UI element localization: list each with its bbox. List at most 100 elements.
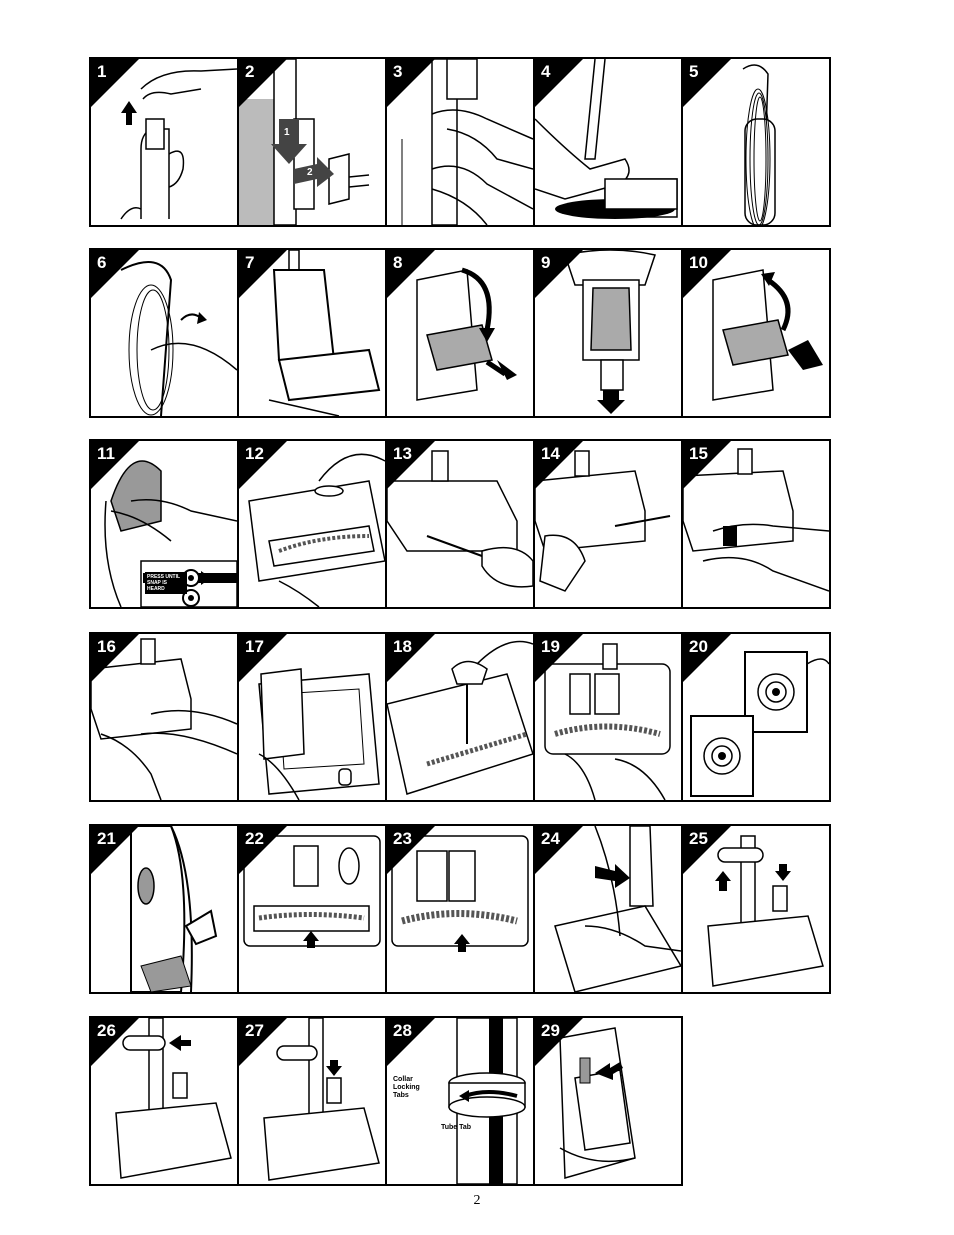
step-badge — [239, 441, 287, 489]
step-6-panel: 6 — [91, 250, 239, 416]
row-1: 1 1 2 2 3 — [89, 57, 831, 227]
step-8-panel: 8 — [387, 250, 535, 416]
step-12-illustration — [248, 453, 385, 607]
step-4-illustration — [535, 59, 678, 219]
step-18-panel: 18 — [387, 634, 535, 800]
step-number: 11 — [97, 444, 115, 463]
step-26-illustration — [115, 1018, 232, 1179]
step-number: 1 — [97, 62, 107, 81]
arrow-1-label: 1 — [284, 127, 290, 138]
step-5-illustration — [742, 64, 776, 225]
step-badge — [683, 250, 731, 298]
step-badge — [387, 634, 435, 682]
step-badge — [91, 250, 139, 298]
step-9-illustration — [564, 250, 656, 414]
step-number: 20 — [689, 637, 708, 656]
step-20-illustration — [690, 651, 829, 797]
step-21-illustration — [130, 826, 218, 992]
tube-tab-label: Tube Tab — [441, 1124, 472, 1131]
step-2-panel: 1 2 2 — [239, 59, 387, 225]
step-number: 26 — [97, 1021, 116, 1040]
step-23-panel: 23 — [387, 826, 535, 992]
step-15-panel: 15 — [683, 441, 829, 607]
step-badge — [239, 826, 287, 874]
row-5: 21 22 23 24 — [89, 824, 831, 994]
step-number: 15 — [689, 444, 708, 463]
step-badge — [387, 441, 435, 489]
step-number: 23 — [393, 829, 412, 848]
step-number: 17 — [245, 637, 264, 656]
step-badge — [91, 634, 139, 682]
step-28-panel: Collar Locking Tabs Tube Tab 28 — [387, 1018, 535, 1184]
step-number: 10 — [689, 253, 708, 272]
step-number: 27 — [245, 1021, 264, 1040]
step-14-illustration — [535, 450, 671, 592]
step-number: 28 — [393, 1021, 412, 1040]
step-number: 18 — [393, 637, 412, 656]
step-27-panel: 27 — [239, 1018, 387, 1184]
step-18-illustration — [387, 640, 533, 795]
step-7-illustration — [268, 250, 381, 416]
step-number: 14 — [541, 444, 560, 463]
step-badge — [535, 826, 583, 874]
step-number: 7 — [245, 253, 255, 272]
step-28-illustration — [448, 1018, 526, 1184]
step-badge — [683, 634, 731, 682]
step-24-illustration — [554, 826, 681, 992]
step-12-panel: 12 — [239, 441, 387, 607]
step-19-illustration — [544, 643, 671, 800]
collar-locking-tabs-label: Collar Locking Tabs — [393, 1076, 420, 1099]
step-14-panel: 14 — [535, 441, 683, 607]
step-badge — [535, 634, 583, 682]
step-1-panel: 1 — [91, 59, 239, 225]
step-badge — [535, 1018, 583, 1066]
page-number: 2 — [473, 1193, 481, 1208]
step-badge — [683, 826, 731, 874]
step-26-panel: 26 — [91, 1018, 239, 1184]
step-9-panel: 9 — [535, 250, 683, 416]
step-25-illustration — [707, 835, 824, 987]
step-10-illustration — [712, 269, 823, 401]
step-25-panel: 25 — [683, 826, 829, 992]
step-17-illustration — [258, 668, 380, 800]
step-badge — [535, 441, 583, 489]
step-number: 25 — [689, 829, 708, 848]
step-13-panel: 13 — [387, 441, 535, 607]
row-2: 6 7 8 9 — [89, 248, 831, 418]
step-20-panel: 20 — [683, 634, 829, 800]
step-8-illustration — [416, 267, 517, 401]
step-3-illustration — [401, 59, 533, 225]
step-17-panel: 17 — [239, 634, 387, 800]
step-badge — [239, 634, 287, 682]
step-2-illustration — [239, 59, 370, 225]
step-16-panel: 16 — [91, 634, 239, 800]
step-badge — [683, 59, 731, 107]
step-number: 12 — [245, 444, 264, 463]
step-21-panel: 21 — [91, 826, 239, 992]
step-badge — [239, 250, 287, 298]
step-number: 29 — [541, 1021, 560, 1040]
step-number: 3 — [393, 62, 403, 81]
step-number: 6 — [97, 253, 107, 272]
row-6: 26 27 Collar Locking Tabs Tube Tab 28 — [89, 1016, 683, 1186]
step-badge — [91, 59, 139, 107]
step-badge — [91, 826, 139, 874]
step-number: 16 — [97, 637, 116, 656]
step-number: 2 — [245, 62, 255, 81]
step-badge — [387, 59, 435, 107]
step-badge — [387, 250, 435, 298]
step-15-illustration — [683, 448, 829, 592]
step-number: 9 — [541, 253, 551, 272]
step-number: 5 — [689, 62, 699, 81]
step-badge — [683, 441, 731, 489]
step-7-panel: 7 — [239, 250, 387, 416]
step-3-panel: 3 — [387, 59, 535, 225]
step-badge — [91, 1018, 139, 1066]
arrow-2-label: 2 — [307, 167, 313, 178]
row-4: 16 17 18 — [89, 632, 831, 802]
step-number: 8 — [393, 253, 403, 272]
step-number: 24 — [541, 829, 560, 848]
step-29-panel: 29 — [535, 1018, 681, 1184]
step-number: 4 — [541, 62, 551, 81]
step-badge — [535, 250, 583, 298]
